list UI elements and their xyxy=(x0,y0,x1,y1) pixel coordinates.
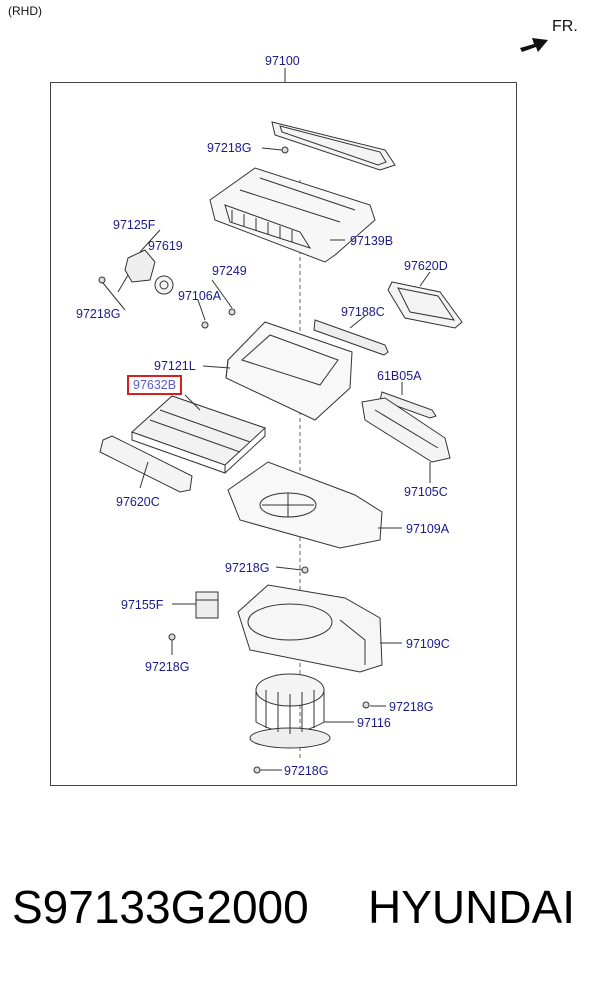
callout-97218g-left: 97218G xyxy=(76,307,121,321)
front-arrow-icon xyxy=(520,34,550,59)
seal-strip xyxy=(313,319,389,356)
callout-61b05a: 61B05A xyxy=(377,369,422,383)
callout-97121l: 97121L xyxy=(154,359,196,373)
upper-intake-case xyxy=(209,167,376,263)
callout-97188c: 97188C xyxy=(341,305,385,319)
callout-97105c: 97105C xyxy=(404,485,448,499)
blower-resistor xyxy=(195,591,219,619)
callout-97218g-bottom: 97218G xyxy=(284,764,329,778)
filter-housing xyxy=(225,321,353,421)
assembly-number: 97100 xyxy=(265,54,300,68)
callout-97109a: 97109A xyxy=(406,522,450,536)
brand-name: HYUNDAI xyxy=(368,881,576,933)
callout-97619: 97619 xyxy=(148,239,183,253)
callout-97620d: 97620D xyxy=(404,259,448,273)
callout-97139b: 97139B xyxy=(350,234,394,248)
part-number: S97133G2000 xyxy=(12,881,309,933)
callout-97109c: 97109C xyxy=(406,637,450,651)
top-seal-gasket xyxy=(271,121,396,171)
cabin-air-filter xyxy=(131,395,266,474)
callout-97632b-highlighted: 97632B xyxy=(126,375,183,395)
screws xyxy=(98,146,370,774)
callout-97116: 97116 xyxy=(357,716,391,730)
callout-97620c: 97620C xyxy=(116,495,160,509)
callout-97249: 97249 xyxy=(212,264,247,278)
mode-actuator xyxy=(117,249,174,295)
callout-97106a: 97106A xyxy=(178,289,222,303)
blower-motor xyxy=(249,673,331,749)
callout-97218g-lower: 97218G xyxy=(145,660,190,674)
intake-duct xyxy=(361,397,451,463)
callout-97218g-right: 97218G xyxy=(389,700,434,714)
footer: S97133G2000 HYUNDAI xyxy=(0,880,600,940)
filter-cover-lower xyxy=(99,435,193,493)
callout-97218g-top: 97218G xyxy=(207,141,252,155)
rhd-label: (RHD) xyxy=(8,4,42,18)
diagram-frame xyxy=(50,82,517,786)
filter-cover-upper xyxy=(387,281,463,329)
blower-lower-case xyxy=(237,584,383,673)
front-direction-label: FR. xyxy=(552,18,578,35)
callout-97125f: 97125F xyxy=(113,218,156,232)
callout-97218g-mid: 97218G xyxy=(225,561,270,575)
callout-97155f: 97155F xyxy=(121,598,164,612)
blower-upper-case xyxy=(227,461,383,549)
